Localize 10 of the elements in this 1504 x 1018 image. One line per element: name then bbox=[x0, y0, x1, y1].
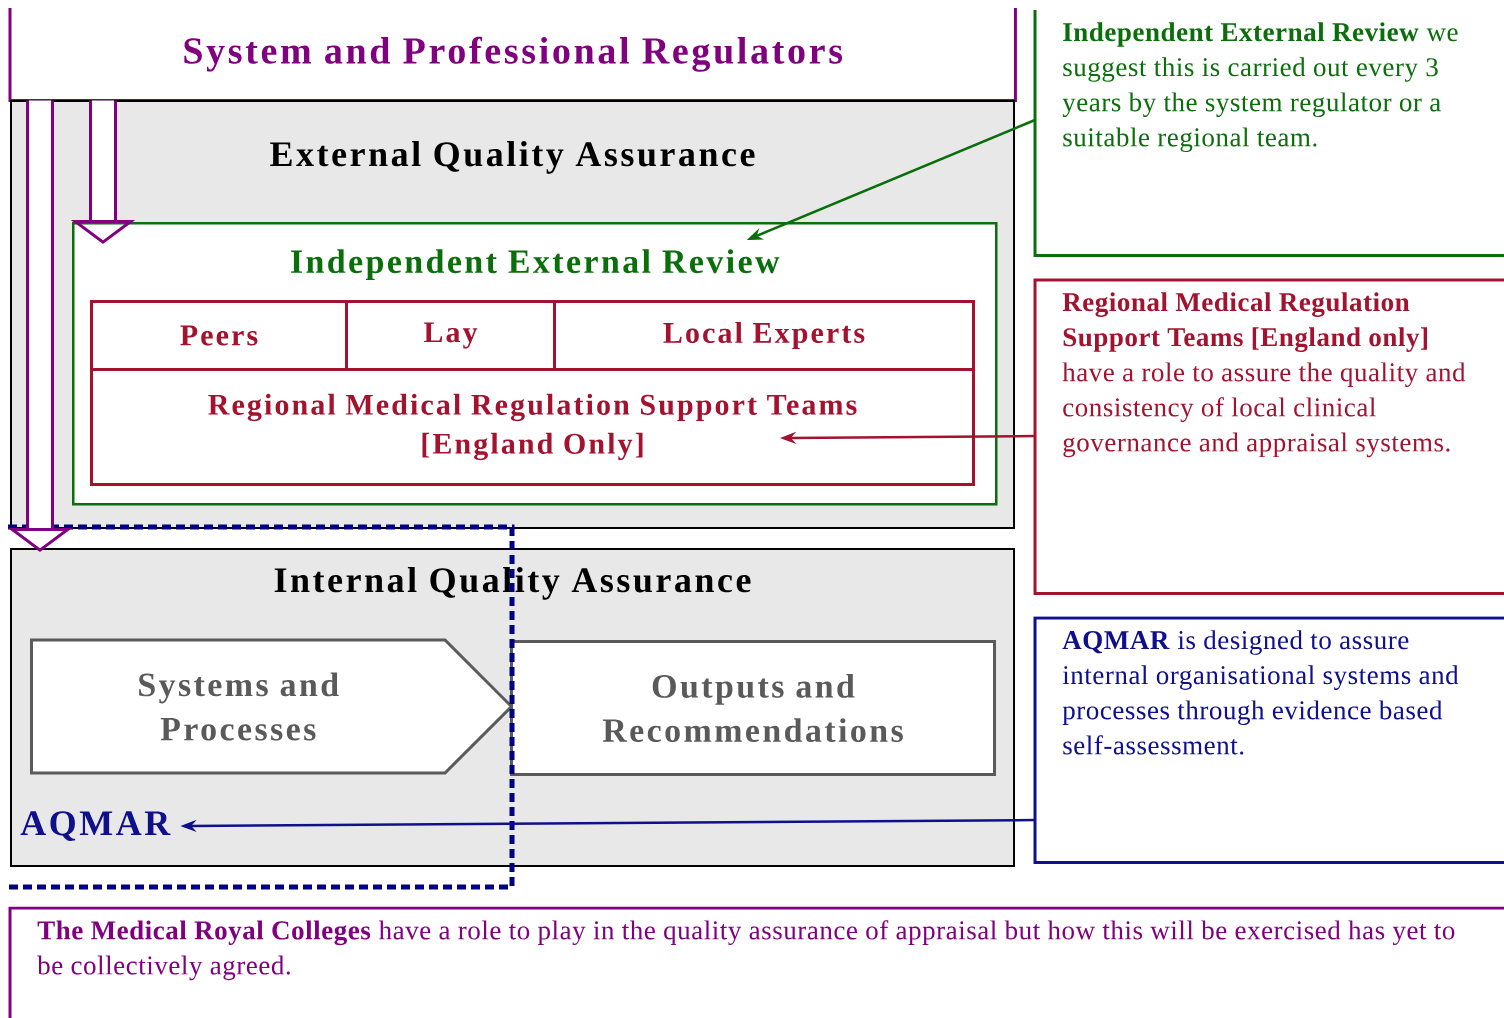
callout-box: Regional Medical Regulation Support Teams [England only] have a role to assure the quality and consistency of local clinical governance and appraisal systems. bbox=[1033, 278, 1504, 595]
callout-box: AQMAR is designed to assure internal organisational systems and processes through evidence based self-assessment. bbox=[1033, 616, 1504, 864]
table-cell: Lay bbox=[345, 300, 556, 371]
label-text: AQMAR bbox=[20, 811, 171, 841]
table-cell: Outputs and Recommendations bbox=[510, 640, 996, 776]
heading-box: System and Professional Regulators bbox=[8, 8, 1017, 102]
note-box: The Medical Royal Colleges have a role to play in the quality assurance of appraisal but how this will be exercised has yet to be collectively agreed. bbox=[8, 906, 1504, 1018]
callout-box: Independent External Review we suggest this is carried out every 3 years by the system regulator or a suitable regional team. bbox=[1033, 10, 1504, 257]
chevron-box: Systems and Processes bbox=[30, 638, 514, 775]
table-cell: Peers bbox=[90, 300, 348, 371]
